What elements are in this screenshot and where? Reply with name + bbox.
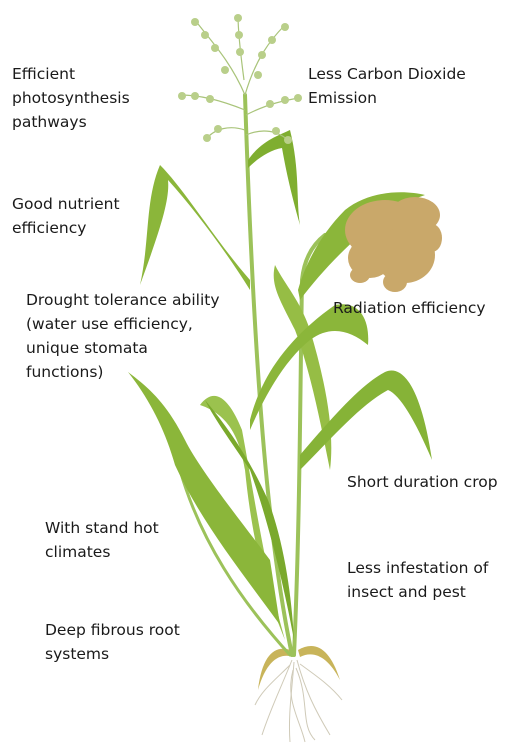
label-less-carbon-dioxide: Less Carbon Dioxide Emission xyxy=(308,62,466,110)
label-withstand-hot-climates: With stand hot climates xyxy=(45,516,159,564)
panicle xyxy=(345,197,442,292)
label-good-nutrient-efficiency: Good nutrient efficiency xyxy=(12,192,120,240)
flower-spikelets xyxy=(178,14,302,144)
label-deep-fibrous-root: Deep fibrous root systems xyxy=(45,618,180,666)
label-radiation-efficiency: Radiation efficiency xyxy=(333,296,486,320)
label-drought-tolerance: Drought tolerance ability (water use eff… xyxy=(26,288,220,384)
label-short-duration-crop: Short duration crop xyxy=(347,470,498,494)
label-efficient-photosynthesis: Efficient photosynthesis pathways xyxy=(12,62,130,134)
roots xyxy=(255,660,342,742)
label-less-infestation: Less infestation of insect and pest xyxy=(347,556,488,604)
